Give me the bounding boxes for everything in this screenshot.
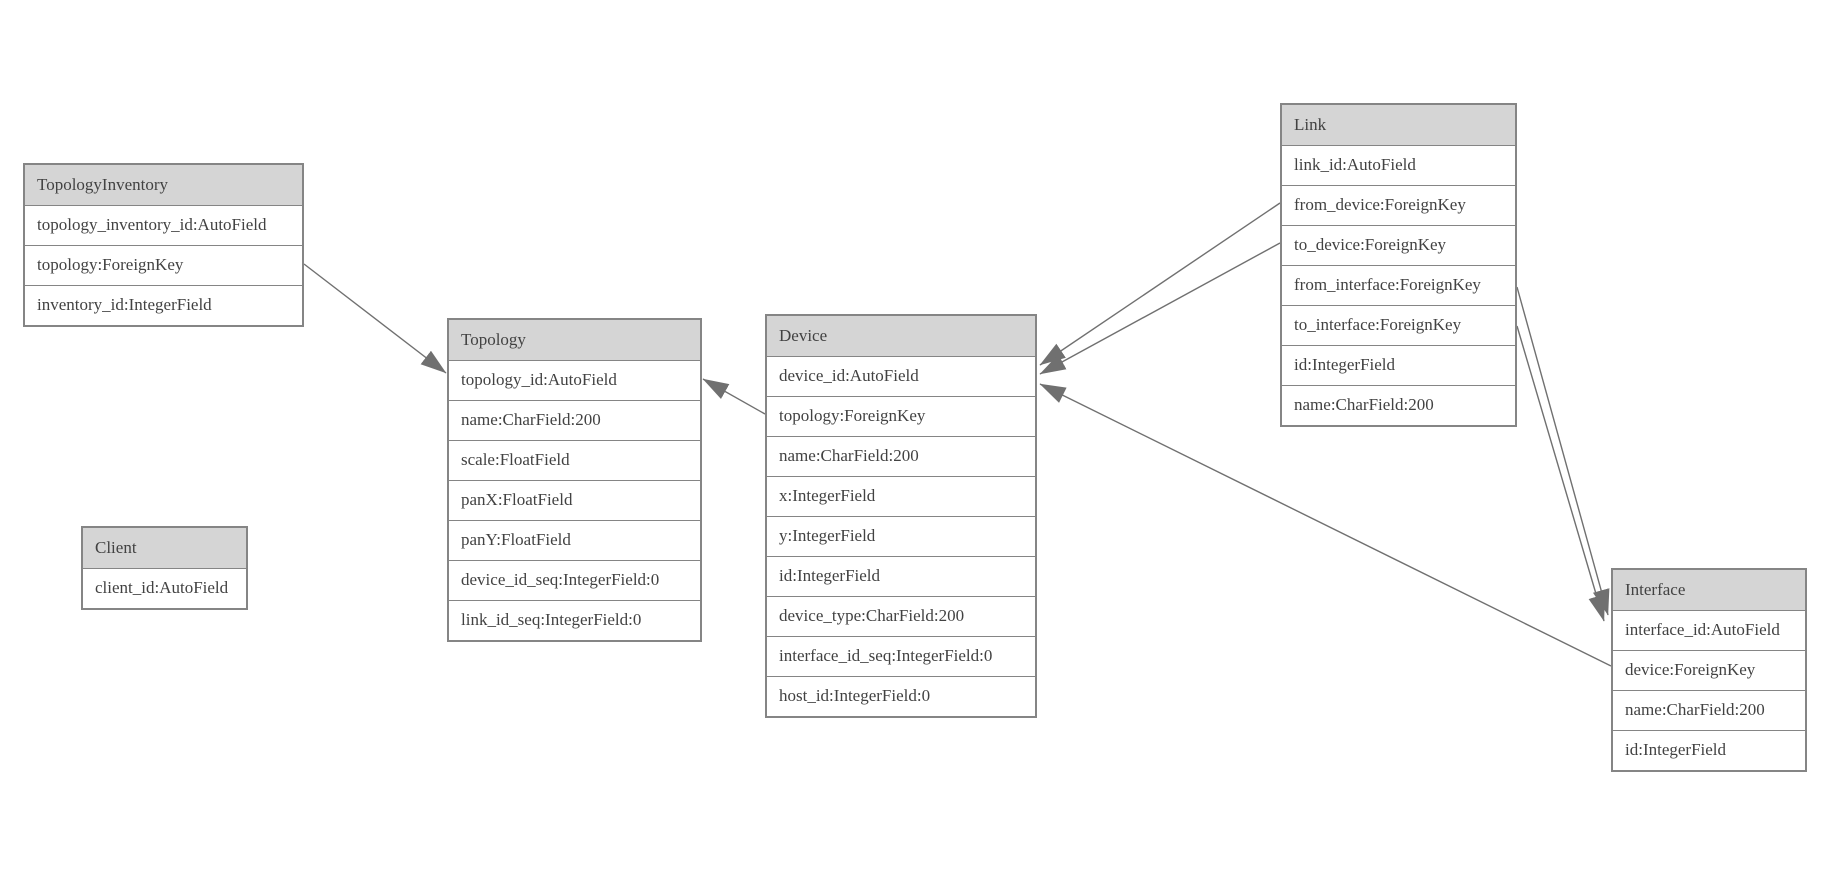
entity-field-row: name:CharField:200: [767, 436, 1035, 476]
relationship-edge-topologyinventory-topology: [303, 263, 447, 374]
entity-table-title-client: Client: [83, 528, 246, 568]
entity-field-row: name:CharField:200: [1282, 385, 1515, 425]
entity-field-row: interface_id_seq:IntegerField:0: [767, 636, 1035, 676]
entity-field-row: x:IntegerField: [767, 476, 1035, 516]
entity-field-row: to_device:ForeignKey: [1282, 225, 1515, 265]
entity-table-title-topology-inventory: TopologyInventory: [25, 165, 302, 205]
entity-field-row: host_id:IntegerField:0: [767, 676, 1035, 716]
entity-field-row: name:CharField:200: [449, 400, 700, 440]
entity-table-title-interface: Interface: [1613, 570, 1805, 610]
entity-table-title-link: Link: [1282, 105, 1515, 145]
entity-field-row: topology_inventory_id:AutoField: [25, 205, 302, 245]
entity-field-row: y:IntegerField: [767, 516, 1035, 556]
entity-field-row: to_interface:ForeignKey: [1282, 305, 1515, 345]
entity-field-row: id:IntegerField: [767, 556, 1035, 596]
entity-field-row: id:IntegerField: [1613, 730, 1805, 770]
entity-field-row: link_id:AutoField: [1282, 145, 1515, 185]
entity-field-row: from_interface:ForeignKey: [1282, 265, 1515, 305]
entity-field-row: name:CharField:200: [1613, 690, 1805, 730]
relationship-edge-link-todevice-device: [1039, 242, 1281, 375]
entity-field-row: scale:FloatField: [449, 440, 700, 480]
entity-field-row: inventory_id:IntegerField: [25, 285, 302, 325]
entity-field-row: id:IntegerField: [1282, 345, 1515, 385]
relationship-edge-link-fromdevice-device: [1039, 202, 1281, 366]
entity-field-row: topology_id:AutoField: [449, 360, 700, 400]
relationship-edge-interface-device: [1039, 383, 1612, 667]
entity-field-row: client_id:AutoField: [83, 568, 246, 608]
entity-field-row: device_id_seq:IntegerField:0: [449, 560, 700, 600]
entity-field-row: link_id_seq:IntegerField:0: [449, 600, 700, 640]
entity-table-title-topology: Topology: [449, 320, 700, 360]
entity-field-row: panX:FloatField: [449, 480, 700, 520]
relationship-edge-link-tointerface-interface: [1516, 325, 1605, 622]
entity-field-row: device_type:CharField:200: [767, 596, 1035, 636]
entity-field-row: from_device:ForeignKey: [1282, 185, 1515, 225]
entity-field-row: device_id:AutoField: [767, 356, 1035, 396]
entity-field-row: topology:ForeignKey: [25, 245, 302, 285]
entity-table-title-device: Device: [767, 316, 1035, 356]
entity-field-row: panY:FloatField: [449, 520, 700, 560]
entity-field-row: interface_id:AutoField: [1613, 610, 1805, 650]
entity-field-row: device:ForeignKey: [1613, 650, 1805, 690]
relationship-edge-device-topology: [702, 378, 766, 415]
relationship-edge-link-frominterface-interface: [1516, 286, 1610, 616]
entity-field-row: topology:ForeignKey: [767, 396, 1035, 436]
